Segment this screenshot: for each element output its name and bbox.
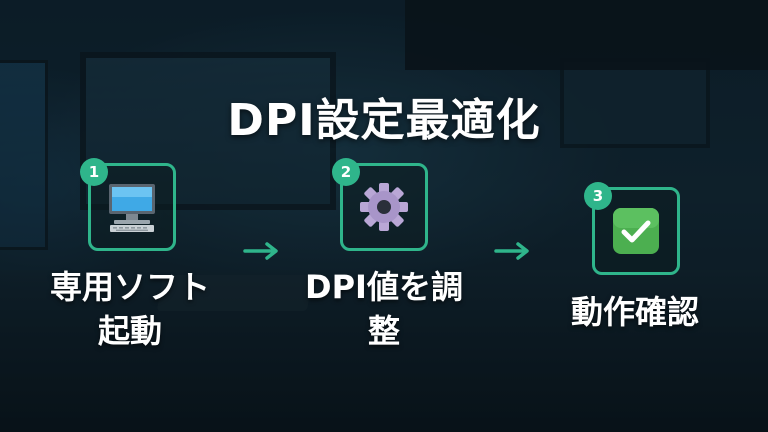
step-1-label: 専用ソフト 起動 (30, 265, 230, 353)
step-1-number-badge: 1 (80, 158, 108, 186)
step-3-number-badge: 3 (584, 182, 612, 210)
gear-icon (360, 183, 408, 231)
step-3-label: 動作確認 (540, 290, 730, 334)
arrow-right-icon (243, 242, 278, 260)
step-2-label-line-2: 整 (367, 312, 400, 350)
step-2-label-line-1: DPI値を調 (305, 268, 463, 306)
arrow-right-icon (494, 242, 529, 260)
step-1-label-line-1: 専用ソフト (49, 268, 210, 306)
background-desk (0, 270, 768, 432)
step-1-label-line-2: 起動 (97, 312, 162, 350)
step-3-label-line-1: 動作確認 (570, 293, 699, 331)
checkmark-icon (613, 208, 659, 254)
background-monitor-left (0, 60, 48, 250)
background-monitor-right (560, 58, 710, 148)
step-2-number-badge: 2 (332, 158, 360, 186)
computer-icon (109, 184, 155, 232)
background-dark-panel (405, 0, 768, 70)
step-2-label: DPI値を調 整 (283, 265, 485, 353)
slide-title: DPI設定最適化 (227, 95, 541, 146)
